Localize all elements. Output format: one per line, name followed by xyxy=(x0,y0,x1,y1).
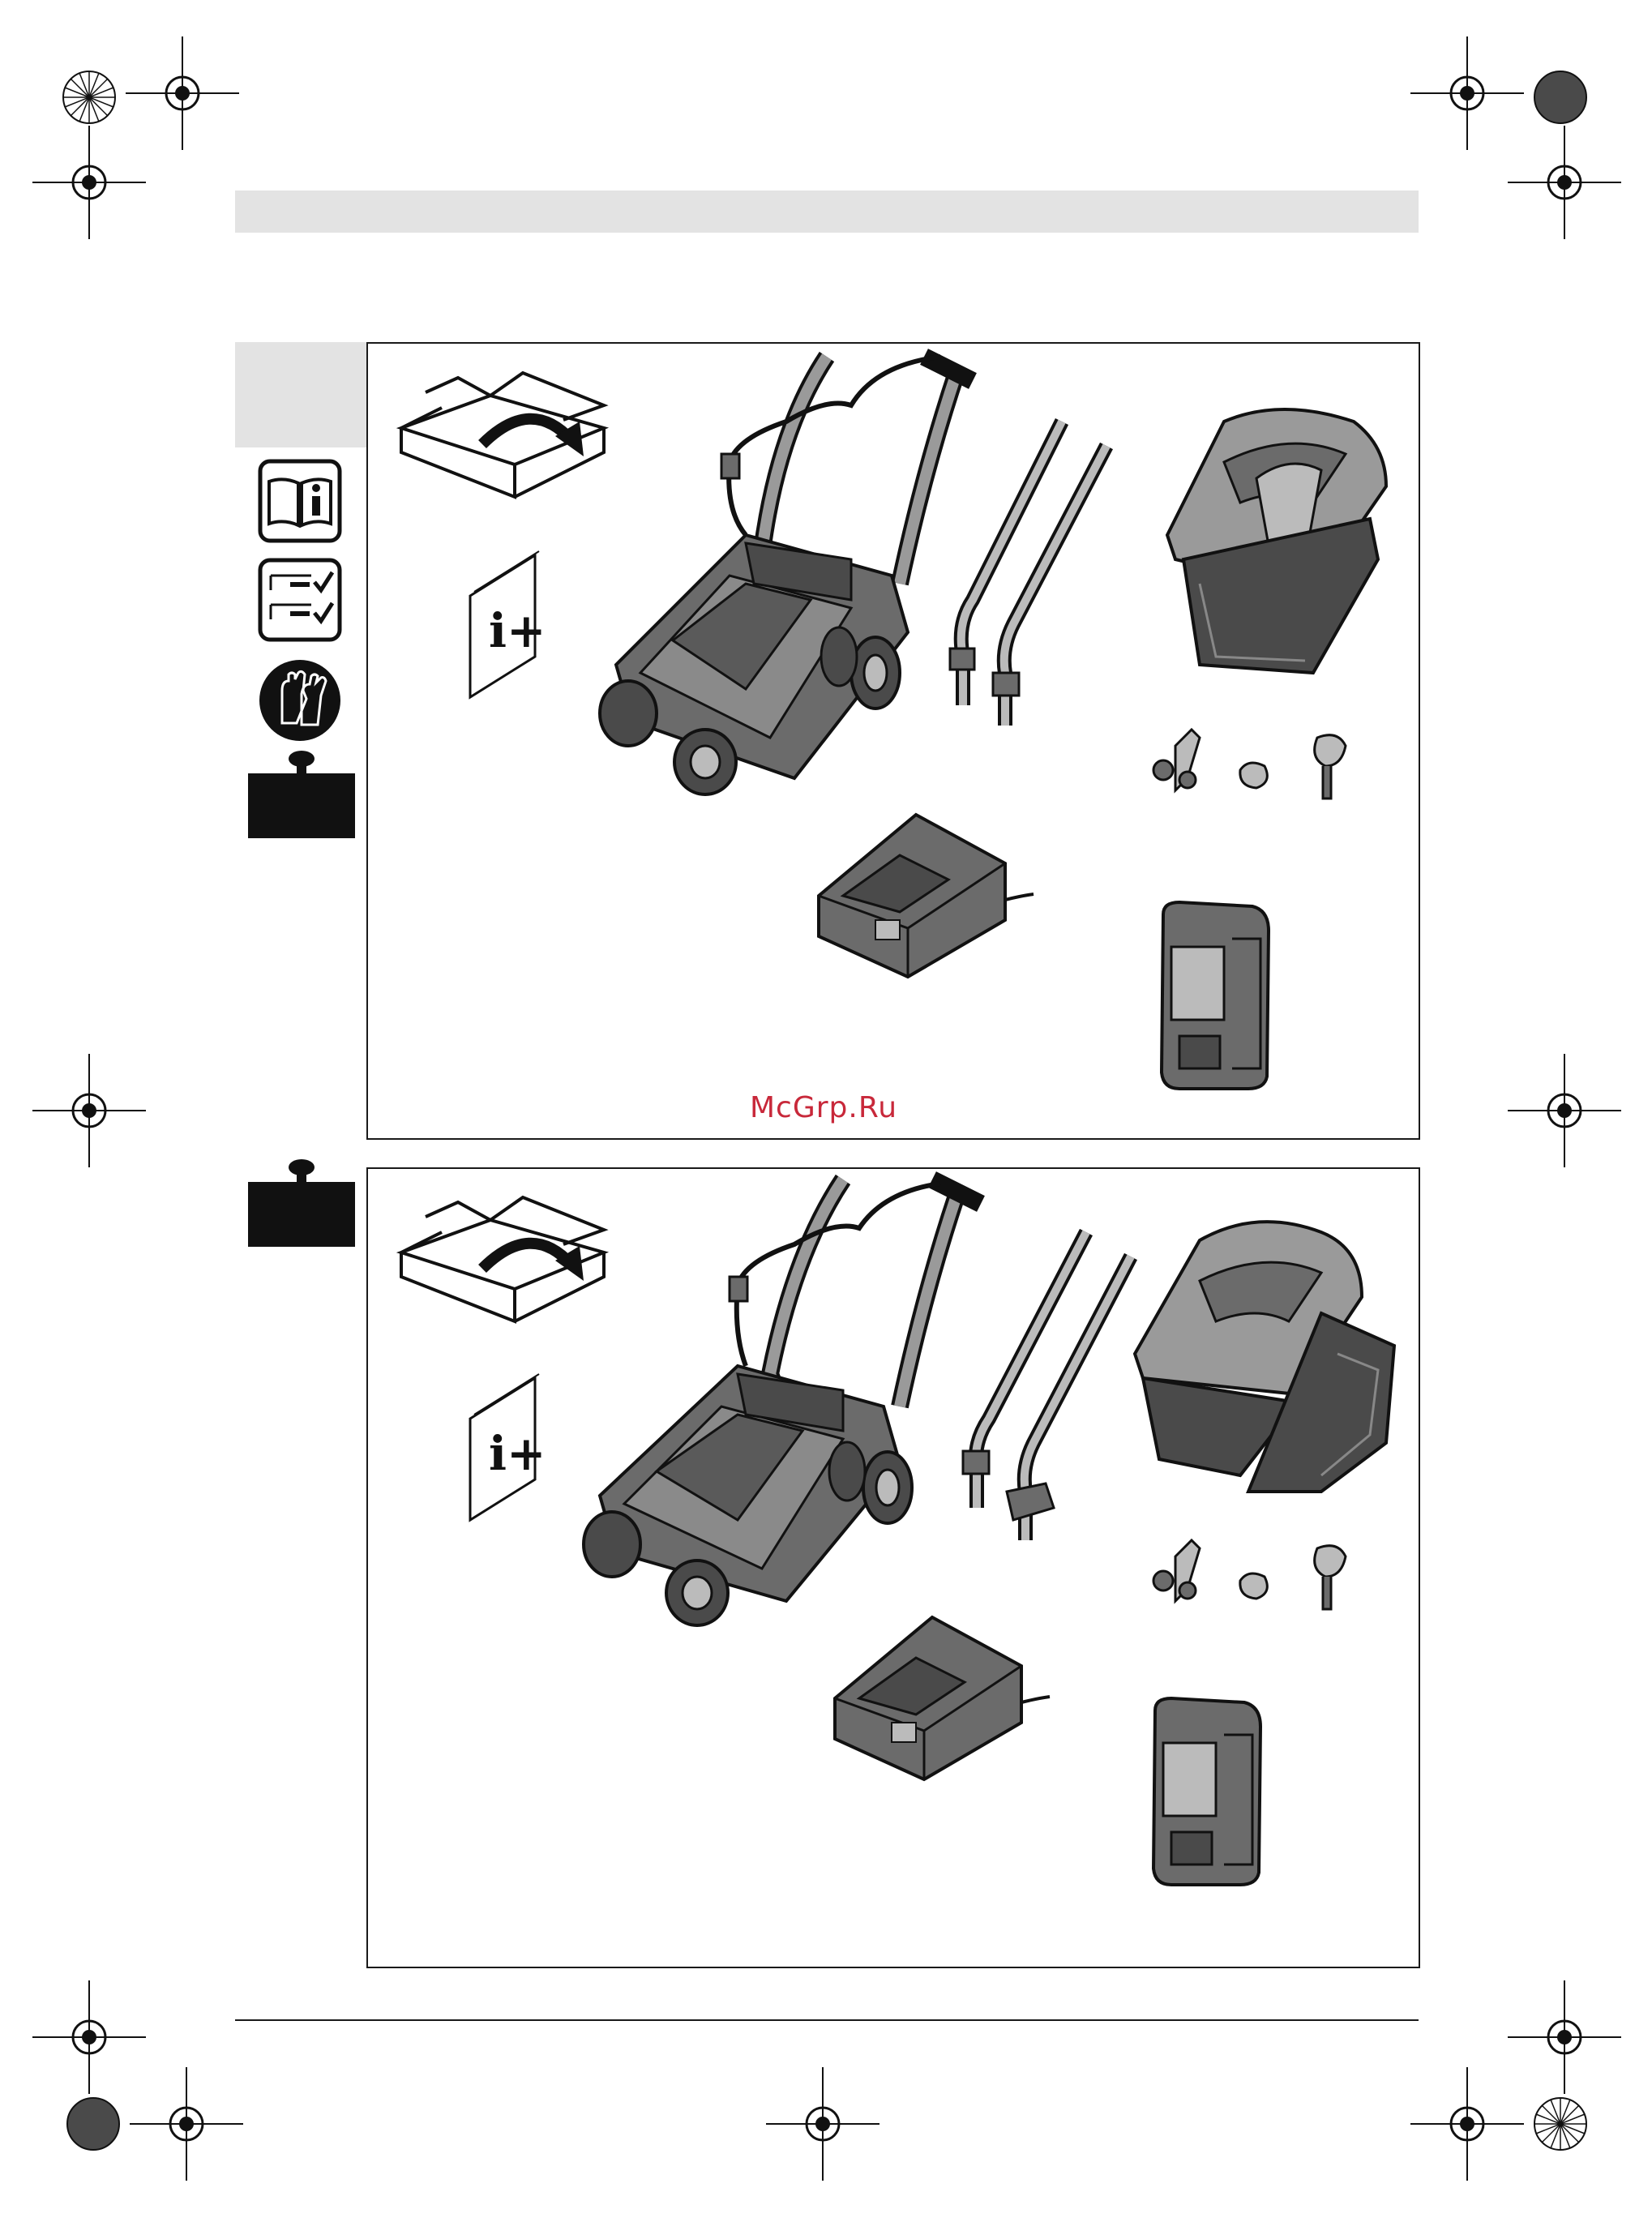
wear-gloves-icon xyxy=(258,658,342,743)
weight-block-icon-bottom xyxy=(248,1158,355,1247)
side-tab xyxy=(235,342,366,447)
handle-tubes-illustration-bottom xyxy=(932,1224,1135,1548)
registration-crosshair-left-1 xyxy=(32,126,146,239)
small-parts-illustration xyxy=(1143,721,1394,811)
grass-catcher-illustration-bottom xyxy=(1119,1208,1410,1500)
registration-crosshair-right-1 xyxy=(1508,126,1621,239)
info-booklet-icon: i+ xyxy=(466,551,547,701)
open-box-arrow-icon xyxy=(393,363,612,517)
registration-crosshair-right-mid xyxy=(1508,1054,1621,1167)
booklet-label-bottom: i+ xyxy=(489,1426,546,1481)
header-band xyxy=(235,191,1419,233)
registration-crosshair-bottom-center xyxy=(766,2067,879,2181)
info-booklet-icon-bottom: i+ xyxy=(466,1374,547,1524)
watermark: McGrp.Ru xyxy=(750,1091,897,1124)
booklet-label: i+ xyxy=(489,603,546,658)
weight-block-icon xyxy=(248,749,355,838)
handle-tubes-illustration xyxy=(924,413,1127,738)
registration-crosshair-left-mid xyxy=(32,1054,146,1167)
battery-pack-illustration xyxy=(1147,898,1277,1093)
footer-rule xyxy=(235,2019,1419,2021)
grass-catcher-illustration xyxy=(1151,397,1402,681)
battery-pack-illustration-bottom xyxy=(1139,1694,1269,1889)
battery-charger-illustration xyxy=(811,807,1038,985)
small-parts-illustration-bottom xyxy=(1143,1532,1394,1621)
parts-checklist-icon xyxy=(258,558,342,642)
registration-crosshair-bottom-left xyxy=(130,2067,243,2181)
battery-charger-illustration-bottom xyxy=(827,1609,1054,1787)
registration-mark-bottom-right xyxy=(1504,2067,1617,2181)
read-manual-info-icon xyxy=(258,459,342,543)
